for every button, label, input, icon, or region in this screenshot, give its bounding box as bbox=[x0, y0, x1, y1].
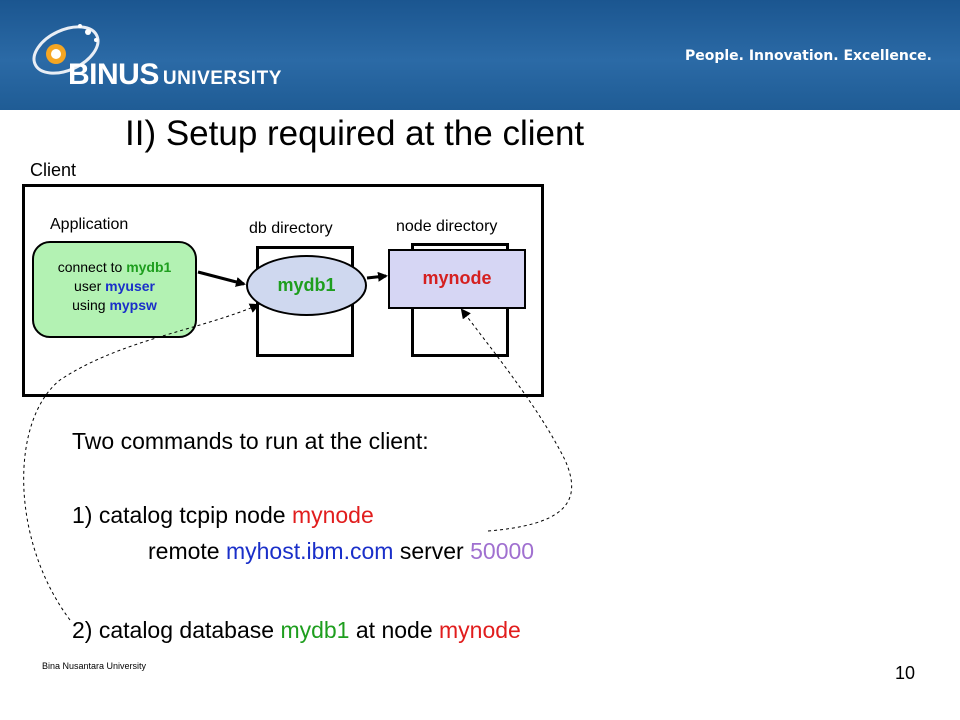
application-label: Application bbox=[50, 216, 129, 233]
cmd1-to-node-arrow bbox=[460, 308, 573, 532]
command-2: 2) catalog database mydb1 at node mynode bbox=[72, 617, 521, 643]
tagline: People. Innovation. Excellence. bbox=[684, 48, 932, 64]
binus-logo-icon bbox=[32, 24, 100, 75]
page-number: 10 bbox=[895, 663, 916, 683]
db-to-node-arrow bbox=[366, 271, 388, 282]
node-entry-box: mynode bbox=[388, 249, 526, 309]
client-label: Client bbox=[30, 160, 77, 180]
db-directory-label: db directory bbox=[249, 220, 333, 237]
application-box: connect to mydb1 user myuser using mypsw bbox=[32, 241, 197, 338]
cmd2-to-db-arrow bbox=[23, 303, 260, 621]
node-directory-label: node directory bbox=[396, 218, 498, 235]
command-1-line-2: remote myhost.ibm.com server 50000 bbox=[148, 538, 535, 564]
commands-intro: Two commands to run at the client: bbox=[72, 428, 429, 454]
command-1-line-1: 1) catalog tcpip node mynode bbox=[72, 502, 374, 528]
footer-org: Bina Nusantara University bbox=[42, 661, 147, 671]
page-title: II) Setup required at the client bbox=[125, 114, 585, 153]
db-entry-oval: mydb1 bbox=[246, 255, 367, 316]
app-to-db-arrow bbox=[197, 270, 246, 287]
